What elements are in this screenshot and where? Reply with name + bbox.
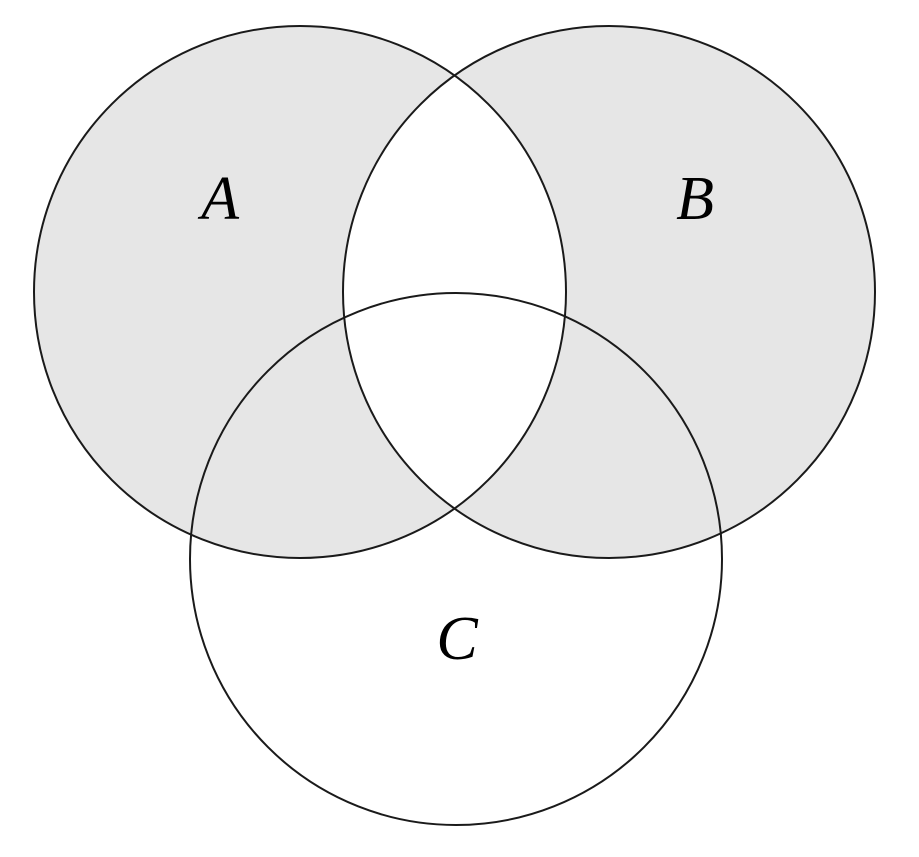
circle-outline-a[interactable] (33, 25, 567, 559)
set-label-a: A (197, 165, 240, 233)
set-label-group: A B C (197, 165, 714, 673)
set-label-b: B (676, 165, 714, 233)
circle-outline-b[interactable] (342, 25, 876, 559)
circle-outline-group (33, 25, 876, 826)
circle-outline-c[interactable] (189, 292, 723, 826)
set-label-c: C (436, 605, 478, 673)
